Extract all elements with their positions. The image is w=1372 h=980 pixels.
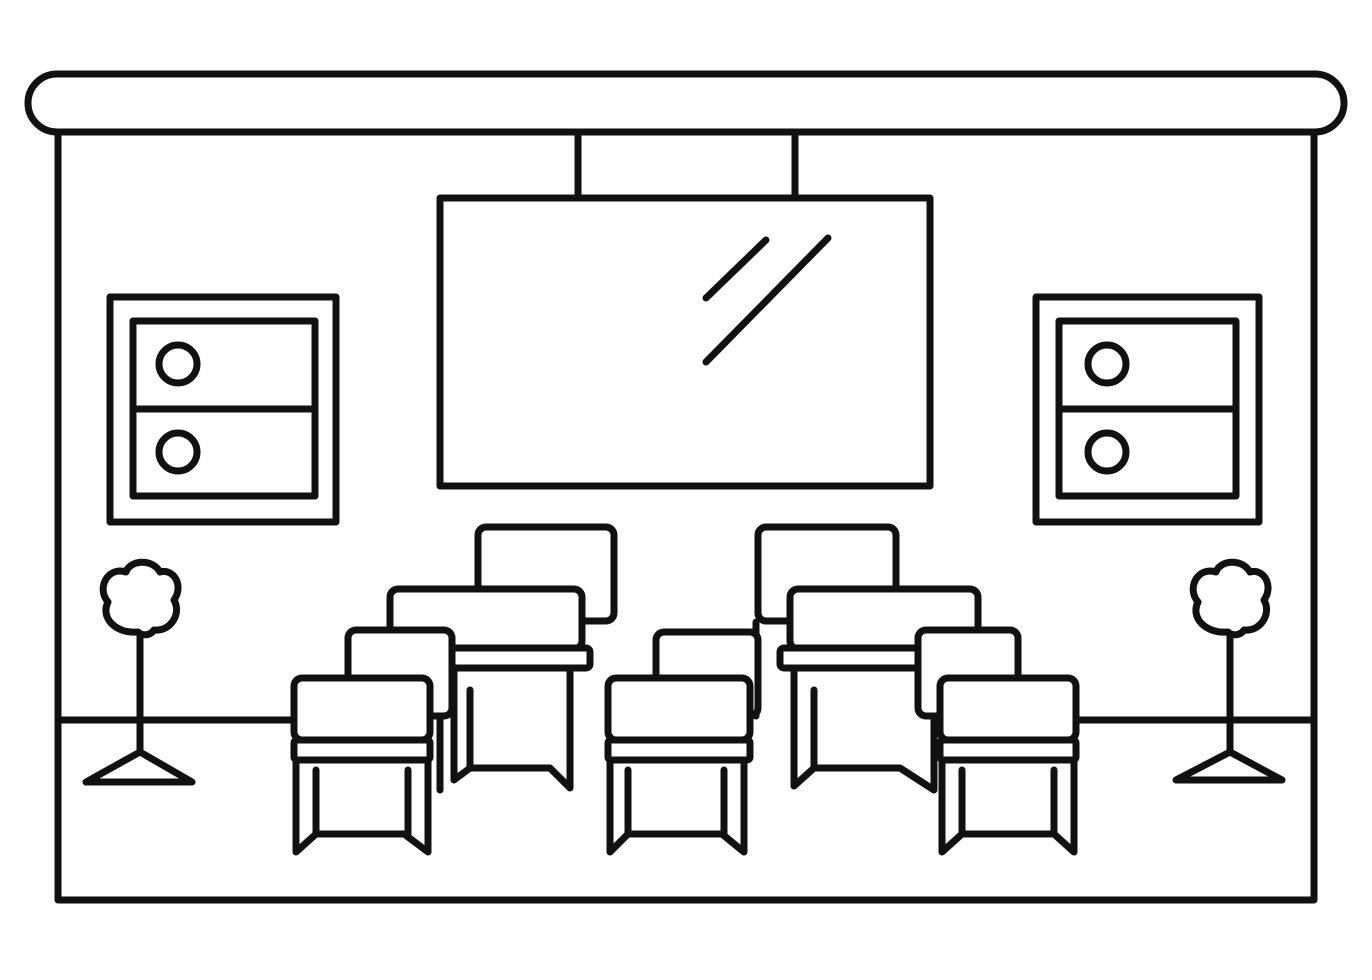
plant-icon [1172,558,1286,784]
room-frame [54,128,1318,904]
plant-icon [82,558,196,786]
chair-icon [936,674,1080,856]
ceiling-beam [24,70,1348,136]
line-art [24,70,1348,904]
cabinet-icon [106,293,340,526]
chair-icon [290,674,434,856]
screen-icon [436,194,934,490]
cabinet-icon [1032,293,1263,526]
chair-icon [604,674,754,856]
